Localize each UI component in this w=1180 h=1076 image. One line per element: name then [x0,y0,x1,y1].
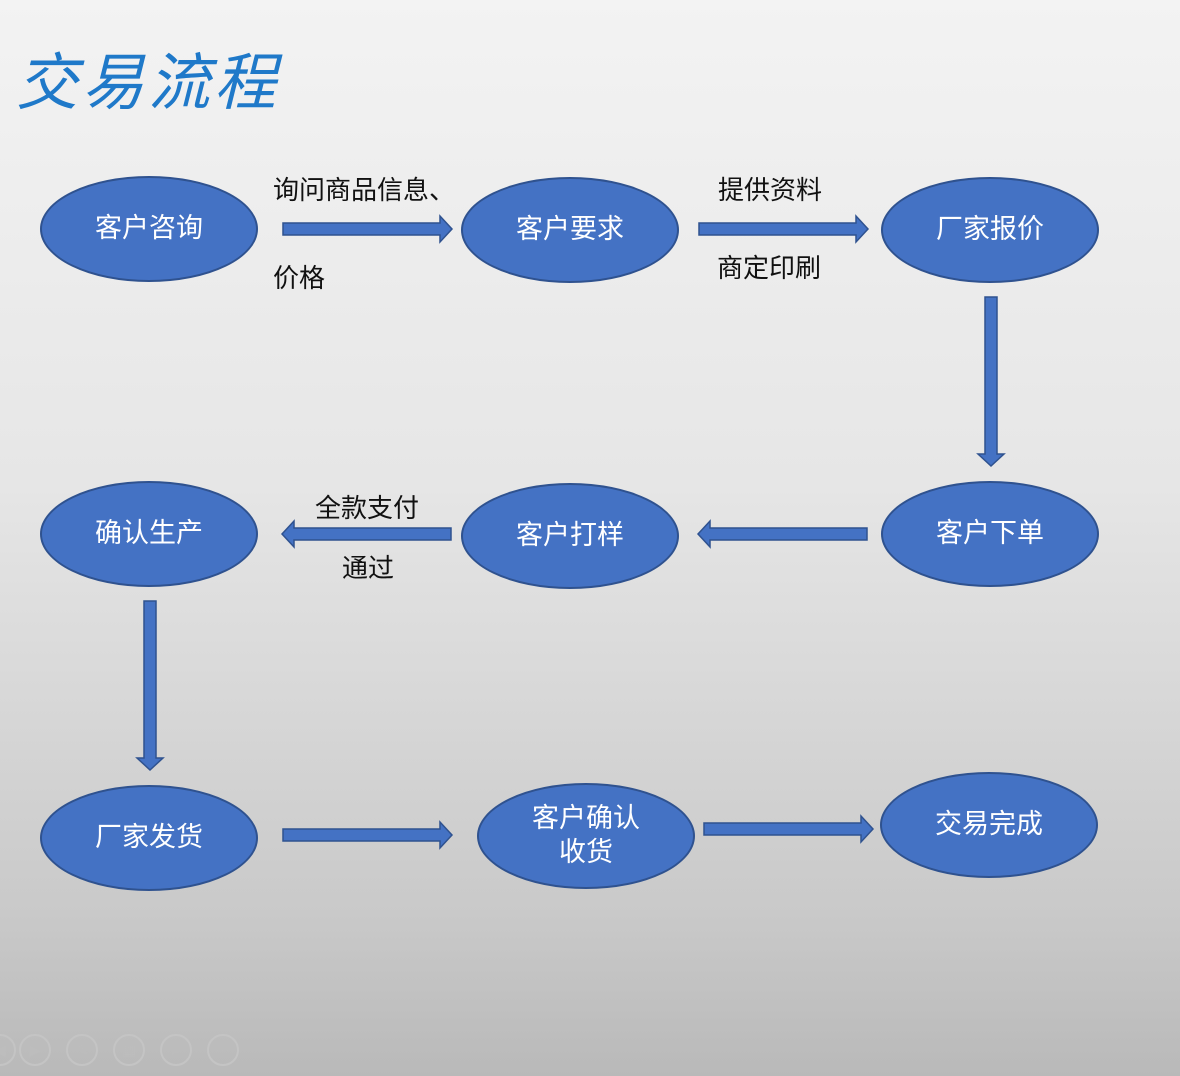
node-customer-order: 客户下单 [881,481,1099,587]
edge-label-require-bottom: 商定印刷 [717,254,822,284]
arrow-ship-receive [282,820,454,850]
arrow-sample-produce [280,519,452,549]
arrow-require-quote [698,214,870,244]
arrow-quote-order [976,296,1006,468]
page-title: 交易流程 [16,46,281,119]
zoom-icon[interactable]: ⌕ [160,1034,192,1066]
arrow-order-sample [696,519,868,549]
node-label: 交易完成 [935,809,1043,840]
play-icon[interactable]: ▶ [19,1034,51,1066]
node-factory-ship: 厂家发货 [40,785,258,891]
node-label: 确认生产 [95,518,203,549]
arrow-receive-done [703,814,875,844]
node-factory-quote: 厂家报价 [881,177,1099,283]
slideshow-toolbar: ◀ ▶ ✎ ▦ ⌕ ⋯ [0,1034,260,1070]
edge-label-sample-bottom: 通过 [342,554,395,584]
node-customer-receive: 客户确认 收货 [477,783,695,889]
edge-label-sample-top: 全款支付 [315,494,420,524]
prev-icon[interactable]: ◀ [0,1034,16,1066]
node-confirm-production: 确认生产 [40,481,258,587]
node-label: 客户确认 收货 [532,803,640,868]
node-label: 客户打样 [516,520,624,551]
node-label: 客户要求 [516,214,624,245]
pen-icon[interactable]: ✎ [66,1034,98,1066]
node-label: 客户咨询 [95,213,203,244]
node-label: 客户下单 [936,518,1044,549]
node-deal-complete: 交易完成 [880,772,1098,878]
node-customer-sample: 客户打样 [461,483,679,589]
node-customer-consult: 客户咨询 [40,176,258,282]
more-icon[interactable]: ⋯ [207,1034,239,1066]
node-customer-require: 客户要求 [461,177,679,283]
edge-label-consult-bottom: 价格 [273,264,326,294]
edge-label-consult-top: 询问商品信息、 [273,176,456,206]
edge-label-require-top: 提供资料 [718,176,823,206]
node-label: 厂家报价 [936,214,1044,245]
arrow-consult-require [282,214,454,244]
slides-icon[interactable]: ▦ [113,1034,145,1066]
arrow-produce-ship [135,600,165,772]
node-label: 厂家发货 [95,822,203,853]
